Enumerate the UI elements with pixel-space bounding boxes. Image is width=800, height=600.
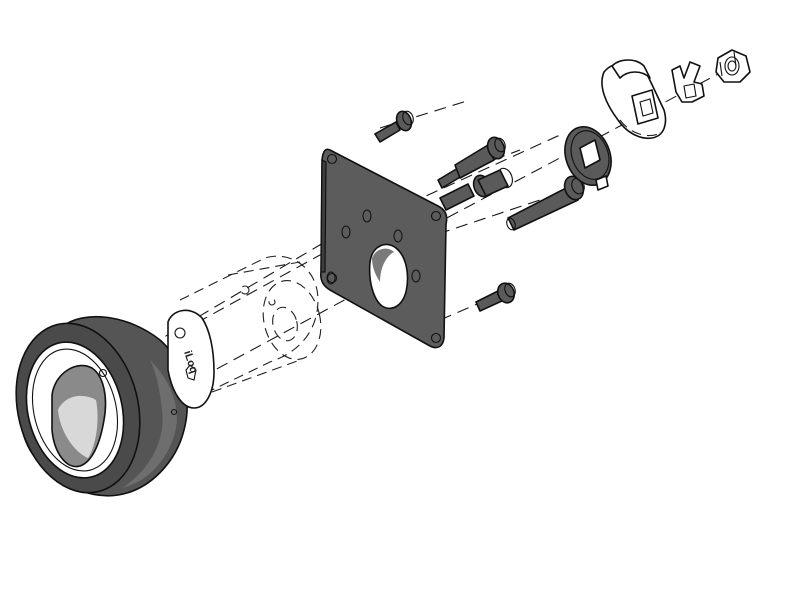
cam-dashed-outline — [619, 119, 663, 137]
screw-bottom-right — [475, 282, 516, 312]
cylinder-dashed-hole — [240, 285, 250, 295]
cylinder-dashed-core — [272, 306, 298, 342]
rosette-inner-ring-edge — [31, 348, 119, 472]
cam-square-bore — [639, 98, 654, 117]
mounting-plate — [320, 148, 448, 349]
cylinder-front-hole — [174, 327, 186, 339]
plate-corner-hole-tr — [430, 210, 442, 222]
cylinder-dashed-top — [227, 261, 301, 276]
plate-bore-shadow — [372, 248, 394, 282]
spring-clip — [671, 61, 705, 103]
plate-corner-hole-br — [430, 332, 442, 344]
plate-hole-2 — [341, 225, 351, 239]
rosette-side-shadow — [122, 360, 177, 488]
cylinder-dashed-end — [262, 280, 322, 360]
screw-top-left — [374, 110, 414, 143]
screw-upper-pin-1 — [437, 136, 506, 189]
cylinder-front-plate — [167, 309, 215, 409]
plate-hole-4 — [326, 271, 336, 285]
plate-hole-5 — [411, 269, 421, 283]
rosette-opening-light — [58, 395, 98, 458]
cylinder-dashed-body — [179, 255, 319, 391]
plate-hole-1 — [362, 209, 372, 223]
lock-cylinder: iLoq — [167, 255, 322, 409]
plate-corner-hole-tl — [326, 153, 338, 165]
screw-upper-pin-2 — [439, 167, 513, 211]
cam-hub — [631, 89, 659, 125]
cylinder-dashed-hole-2 — [268, 298, 276, 306]
screw-long — [506, 175, 585, 231]
plate-hole-3 — [393, 229, 403, 243]
fastening-screws — [374, 110, 585, 312]
rosette — [15, 315, 188, 497]
cylinder-keyway — [185, 364, 197, 381]
lock-cam — [601, 59, 667, 140]
rosette-hole-2 — [170, 408, 178, 416]
washer-square-hole — [579, 139, 601, 169]
square-washer — [564, 126, 612, 191]
rosette-hole — [98, 368, 108, 378]
washer-tab — [595, 175, 609, 191]
cam-top-face — [611, 59, 651, 79]
hex-nut — [715, 49, 751, 83]
plate-edge — [320, 159, 327, 273]
